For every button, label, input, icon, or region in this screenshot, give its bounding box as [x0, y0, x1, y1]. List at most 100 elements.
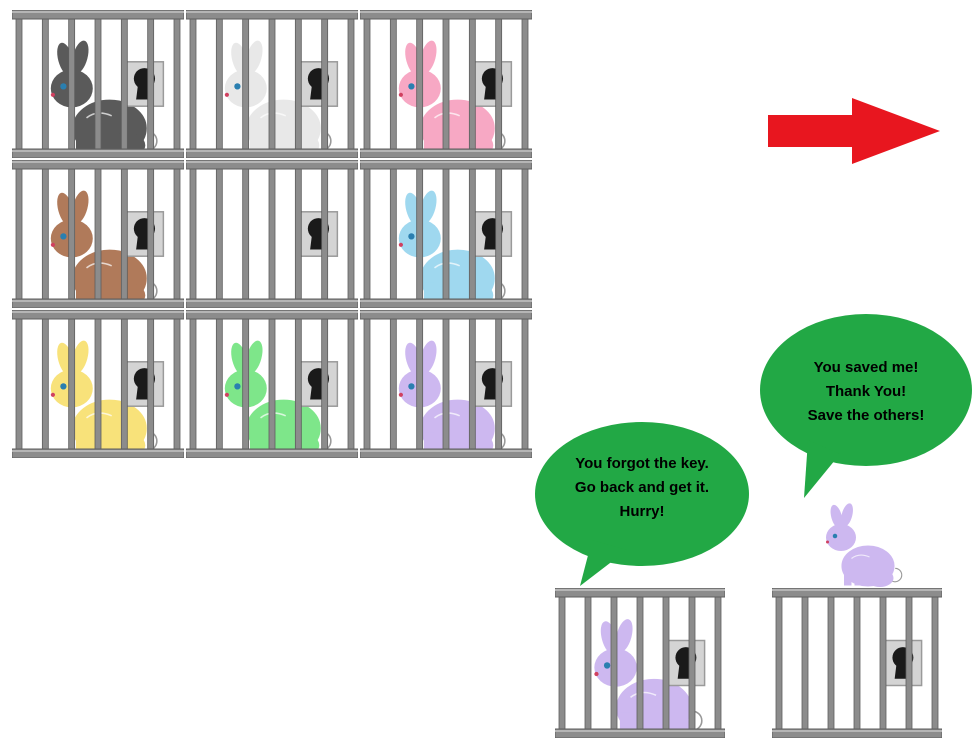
cage-locked-purple-bunny[interactable] [555, 588, 725, 738]
cage-bar [363, 15, 371, 153]
cage-bar [853, 593, 861, 733]
cage-bar [321, 315, 329, 453]
cage-bar [94, 15, 102, 153]
bubble-right-line-3: Save the others! [807, 407, 925, 424]
cage-bar [15, 165, 23, 303]
keyhole-lock-icon [472, 361, 513, 407]
bubble-left-line-1: You forgot the key. [575, 455, 709, 472]
cage-bar [495, 315, 503, 453]
cage-grey-bunny[interactable] [12, 10, 184, 158]
cage-top-rail [12, 10, 184, 20]
cage-yellow-bunny[interactable] [12, 310, 184, 458]
cage-bar [558, 593, 566, 733]
cage-bottom-rail [555, 728, 725, 738]
cage-bar [120, 15, 128, 153]
cage-top-rail [555, 588, 725, 598]
cage-bar [68, 315, 76, 453]
cage-blue-bunny[interactable] [360, 160, 532, 308]
cage-bar [879, 593, 887, 733]
cage-open-empty[interactable] [772, 588, 942, 738]
cage-top-rail [772, 588, 942, 598]
cage-top-rail [360, 160, 532, 170]
cage-bar [321, 15, 329, 153]
cage-bar [801, 593, 809, 733]
cage-pink-bunny[interactable] [360, 10, 532, 158]
cage-bar [173, 165, 181, 303]
cage-top-rail [186, 310, 358, 320]
arrow-shape [768, 98, 940, 164]
cage-bar [636, 593, 644, 733]
cage-bar [268, 165, 276, 303]
cage-bar [416, 315, 424, 453]
cage-bottom-rail [360, 148, 532, 158]
keyhole-lock-icon [883, 639, 923, 687]
cage-bar [215, 165, 223, 303]
cage-bottom-rail [12, 298, 184, 308]
bubble-right-line-1: You saved me! [813, 359, 919, 376]
cage-bar [521, 165, 529, 303]
cage-top-rail [12, 160, 184, 170]
cage-bar [242, 15, 250, 153]
bunny-sprite [224, 40, 332, 158]
cage-bar [468, 165, 476, 303]
cage-bar [215, 315, 223, 453]
speech-bubble-saved: You saved me! Thank You! Save the others… [758, 312, 974, 500]
cage-bar [94, 315, 102, 453]
cage-bar [416, 165, 424, 303]
cage-bar [41, 15, 49, 153]
cage-top-rail [360, 310, 532, 320]
keyhole-lock-icon [298, 361, 339, 407]
keyhole-lock-icon [124, 211, 165, 257]
keyhole-lock-icon [298, 211, 339, 257]
cage-bar [714, 593, 722, 733]
cage-bar [495, 165, 503, 303]
cage-empty[interactable] [186, 160, 358, 308]
cage-bar [242, 165, 250, 303]
cage-bar [389, 15, 397, 153]
cage-bar [905, 593, 913, 733]
cage-bar [120, 315, 128, 453]
cage-bar [94, 165, 102, 303]
cage-bar [347, 315, 355, 453]
bubble-left-line-2: Go back and get it. [574, 479, 710, 496]
cage-top-rail [186, 10, 358, 20]
bunny-sprite [826, 503, 903, 588]
cage-top-rail [12, 310, 184, 320]
cage-bar [688, 593, 696, 733]
cage-bar [584, 593, 592, 733]
cage-bar [442, 315, 450, 453]
keyhole-lock-icon [298, 61, 339, 107]
cage-top-rail [186, 160, 358, 170]
bubble-right-line-2: Thank You! [825, 383, 907, 400]
cage-bottom-rail [360, 298, 532, 308]
cage-bar [468, 315, 476, 453]
keyhole-lock-icon [472, 211, 513, 257]
cage-top-rail [360, 10, 532, 20]
cage-bar [347, 165, 355, 303]
cage-bar [468, 15, 476, 153]
cage-bar [41, 315, 49, 453]
cage-bar [495, 15, 503, 153]
cage-bar [347, 15, 355, 153]
cage-bar [662, 593, 670, 733]
cage-bar [363, 315, 371, 453]
speech-bubble-forgot-key: You forgot the key. Go back and get it. … [532, 420, 752, 590]
cage-bottom-rail [12, 148, 184, 158]
cage-bar [294, 165, 302, 303]
cage-white-bunny[interactable] [186, 10, 358, 158]
next-arrow-icon[interactable] [768, 98, 940, 164]
cage-bar [173, 15, 181, 153]
cage-bottom-rail [186, 298, 358, 308]
cage-bar [189, 315, 197, 453]
cage-bottom-rail [186, 148, 358, 158]
cage-bar [521, 315, 529, 453]
cage-bar [41, 165, 49, 303]
cage-green-bunny[interactable] [186, 310, 358, 458]
cage-bar [931, 593, 939, 733]
cage-brown-bunny[interactable] [12, 160, 184, 308]
cage-bar [68, 15, 76, 153]
cage-bar [147, 165, 155, 303]
cage-purple-bunny[interactable] [360, 310, 532, 458]
cage-bar [189, 15, 197, 153]
keyhole-lock-icon [124, 61, 165, 107]
